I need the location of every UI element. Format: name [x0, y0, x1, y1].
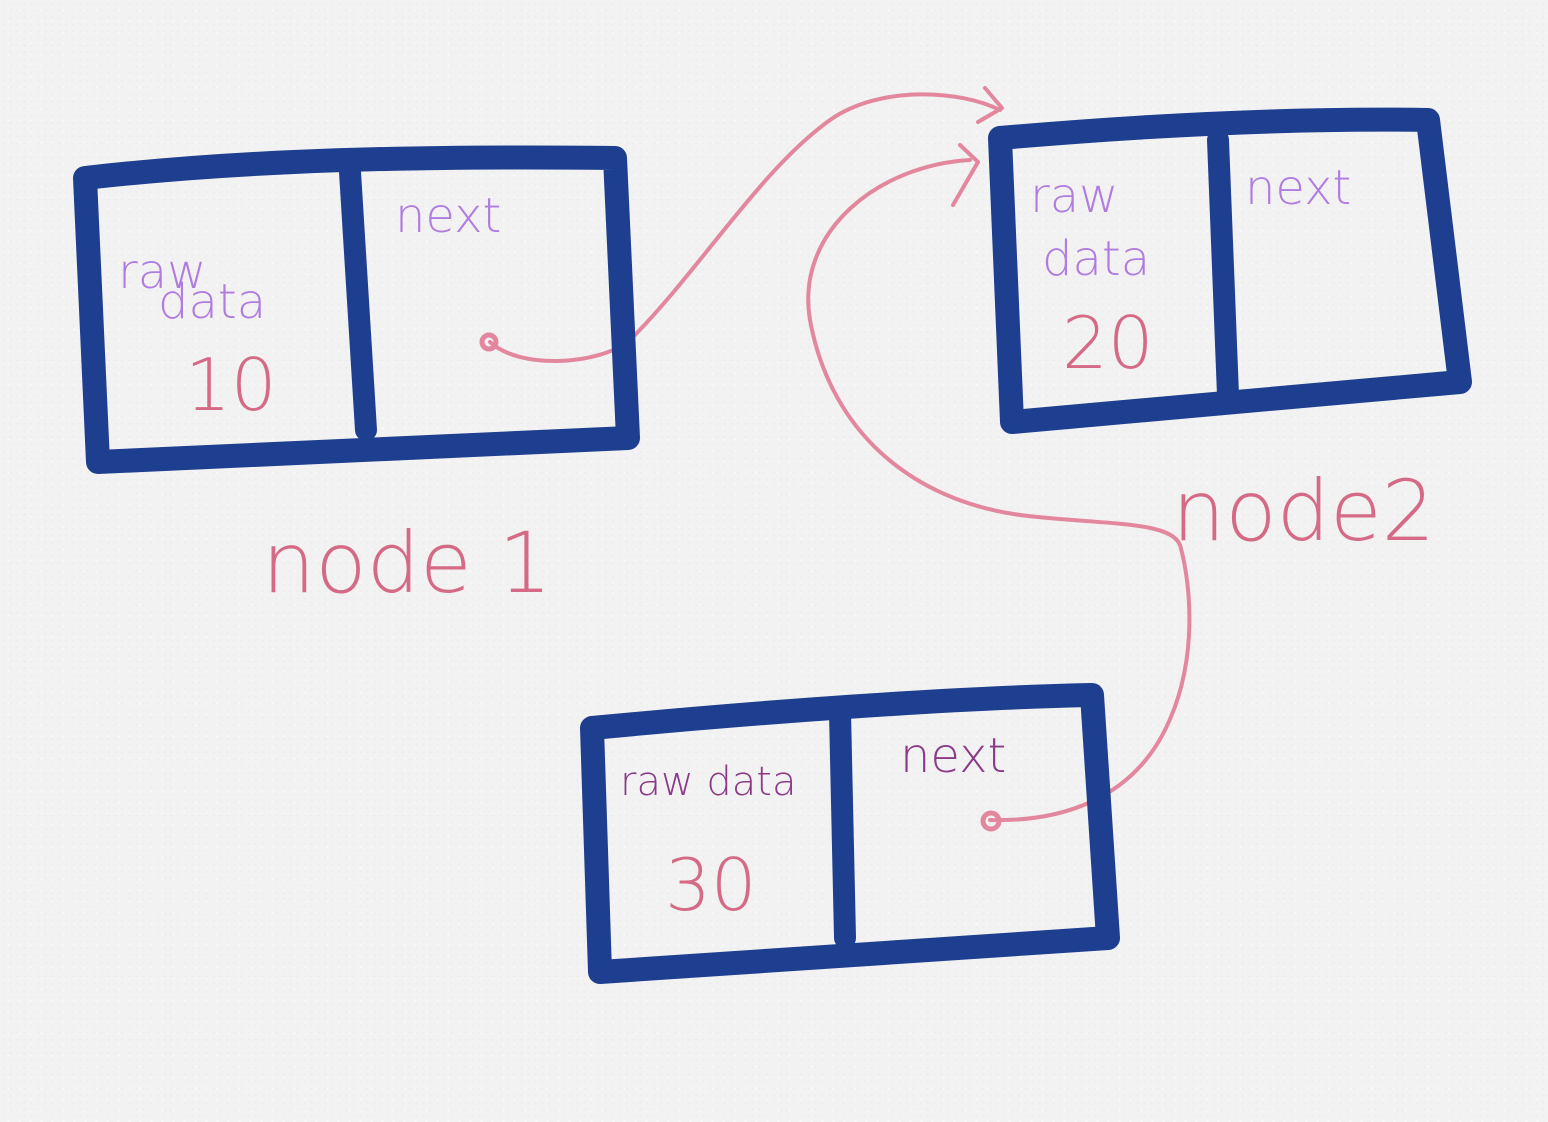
- pointer-node3-to-node2: [806, 158, 1192, 823]
- node-2-data-label-line2: data: [1042, 231, 1150, 287]
- node-3-box: [580, 683, 1120, 984]
- node-2-divider: [1207, 129, 1239, 406]
- node-1-value: 10: [185, 343, 277, 427]
- node-1-divider: [339, 161, 377, 441]
- node-2-name: node2: [1172, 462, 1435, 560]
- pointer-node1-to-node2: [488, 92, 1002, 363]
- node-3-divider: [829, 701, 856, 949]
- node-2-box: [988, 107, 1472, 434]
- node-3: raw data next 30: [580, 683, 1120, 984]
- node-2-data-label-line1: raw: [1030, 168, 1118, 224]
- node-1-next-label: next: [395, 188, 501, 244]
- node-2-value: 20: [1062, 301, 1154, 385]
- node-3-value: 30: [665, 843, 757, 927]
- node-1: raw data next 10: [73, 145, 640, 474]
- node-1-data-label-line2: data: [158, 274, 266, 330]
- node-3-data-label: raw data: [620, 759, 796, 805]
- pointer-origin-dot-node3: [980, 810, 1002, 832]
- node-2-next-label: next: [1245, 160, 1351, 216]
- node-3-next-label: next: [900, 728, 1006, 784]
- node-1-name: node 1: [262, 514, 552, 612]
- arrowhead-node3-to-node2: [951, 143, 980, 207]
- node-1-box: [73, 145, 640, 474]
- node-1-data-label-line1: raw: [118, 244, 206, 300]
- node-2: raw data next 20: [988, 107, 1472, 434]
- arrowhead-node1-to-node2: [976, 86, 1004, 124]
- pointer-origin-dot-node1: [479, 332, 499, 352]
- pointers: [479, 86, 1192, 832]
